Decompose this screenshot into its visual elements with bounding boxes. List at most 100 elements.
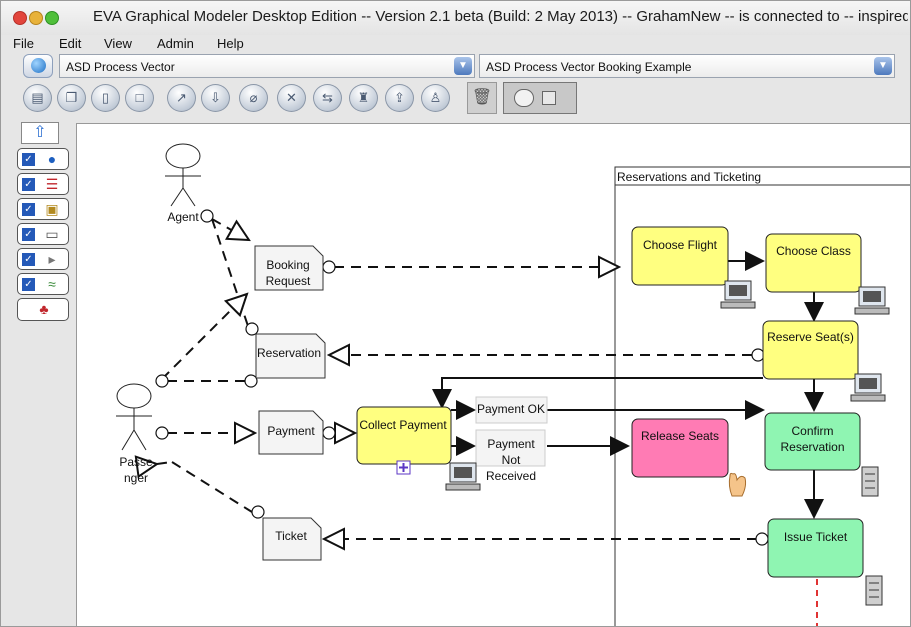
- dashed-flows: [157, 218, 757, 539]
- fit-icon[interactable]: ✕: [277, 84, 306, 112]
- diagram-selector[interactable]: ASD Process Vector Booking Example ▼: [479, 54, 895, 78]
- checkbox-icon[interactable]: ✓: [22, 228, 35, 241]
- payment-not-received-line2: Not: [501, 453, 521, 467]
- chevron-down-icon[interactable]: ▼: [454, 57, 472, 75]
- organisation-icon: ♣: [39, 301, 49, 317]
- zoom-window-button[interactable]: [45, 11, 59, 25]
- title-bar: EVA Graphical Modeler Desktop Edition --…: [1, 1, 910, 35]
- release-seats-box[interactable]: [631, 418, 729, 478]
- agent-label: Agent: [167, 210, 199, 224]
- menu-admin[interactable]: Admin: [157, 36, 194, 51]
- up-arrow-icon[interactable]: ⇧: [21, 122, 59, 144]
- reserve-seats-label: Reserve Seat(s): [767, 330, 854, 344]
- collect-payment-box[interactable]: [356, 406, 452, 465]
- booking-request-label-line2: Request: [265, 274, 311, 288]
- new-page-icon[interactable]: □: [125, 84, 154, 112]
- payment-not-received-line1: Payment: [487, 437, 535, 451]
- close-window-button[interactable]: [13, 11, 27, 25]
- globe-icon[interactable]: [23, 54, 53, 78]
- palette-picture[interactable]: ✓ ▣: [17, 198, 69, 220]
- menu-help[interactable]: Help: [217, 36, 244, 51]
- toggle-square-icon: [542, 91, 556, 105]
- payment-not-received-line3: Received: [485, 469, 537, 483]
- zoom-icon[interactable]: ⇆: [313, 84, 342, 112]
- payment-not-received-box[interactable]: [475, 429, 546, 467]
- model-selector[interactable]: ASD Process Vector ▼: [59, 54, 475, 78]
- booking-request-doc[interactable]: [254, 245, 324, 291]
- checkbox-icon[interactable]: ✓: [22, 253, 35, 266]
- connector-circles: [155, 209, 769, 546]
- copy-icon[interactable]: ❐: [57, 84, 86, 112]
- window-title: EVA Graphical Modeler Desktop Edition --…: [93, 8, 908, 25]
- palette-document[interactable]: ✓ ▸: [17, 248, 69, 270]
- checkbox-icon[interactable]: ✓: [22, 278, 35, 291]
- box-icon: ▭: [45, 226, 59, 242]
- swimlane-icon: ☰: [45, 176, 59, 192]
- minimize-window-button[interactable]: [29, 11, 43, 25]
- solid-flows: [432, 251, 824, 519]
- palette-globe[interactable]: ✓ ●: [17, 148, 69, 170]
- choose-class-label: Choose Class: [776, 244, 851, 258]
- picture-icon: ▣: [45, 201, 59, 217]
- stamp-icon[interactable]: ♙: [421, 84, 450, 112]
- payment-doc-label: Payment: [267, 424, 315, 438]
- server-icon: [865, 575, 883, 606]
- diagram-canvas[interactable]: Reservations and Ticketing Agent Passe n…: [76, 123, 910, 626]
- checkbox-icon[interactable]: ✓: [22, 203, 35, 216]
- reservation-doc[interactable]: [255, 333, 326, 379]
- server-icon: [861, 466, 879, 497]
- payment-ok-box[interactable]: [475, 396, 548, 424]
- ticket-doc-label: Ticket: [275, 529, 307, 543]
- release-seats-label: Release Seats: [640, 429, 720, 443]
- agent-actor-icon[interactable]: [165, 143, 201, 207]
- selector-row: ASD Process Vector ▼ ASD Process Vector …: [1, 53, 910, 79]
- globe-icon: ●: [47, 151, 57, 167]
- computer-icon: [720, 280, 756, 309]
- diagram-svg: [116, 143, 910, 626]
- menu-bar: File Edit View Admin Help: [1, 35, 910, 53]
- palette-organisation[interactable]: ♣: [17, 298, 69, 321]
- ticket-doc[interactable]: [262, 517, 322, 561]
- issue-ticket-box[interactable]: [767, 518, 864, 578]
- export-icon[interactable]: ⇪: [385, 84, 414, 112]
- checkbox-icon[interactable]: ✓: [22, 178, 35, 191]
- pool-frame: [614, 166, 910, 626]
- confirm-reservation-box[interactable]: [764, 412, 861, 471]
- reservation-doc-label: Reservation: [256, 346, 322, 360]
- palette-swimlane[interactable]: ✓ ☰: [17, 173, 69, 195]
- model-selector-value: ASD Process Vector: [66, 60, 175, 74]
- eraser-icon[interactable]: ⌀: [239, 84, 268, 112]
- document-icon[interactable]: ▯: [91, 84, 120, 112]
- computer-icon: [445, 462, 481, 491]
- passenger-label-line1: Passe: [119, 455, 153, 469]
- menu-view[interactable]: View: [104, 36, 132, 51]
- collect-payment-label: Collect Payment: [359, 418, 447, 432]
- document-icon: ▸: [48, 251, 56, 267]
- database-icon[interactable]: ▤: [23, 84, 52, 112]
- palette: ⇧ ✓ ● ✓ ☰ ✓ ▣ ✓ ▭ ✓ ▸ ✓ ≈ ♣: [15, 119, 73, 624]
- diagram-selector-value: ASD Process Vector Booking Example: [486, 60, 692, 74]
- computer-icon: [854, 286, 890, 315]
- trash-icon[interactable]: 🗑: [467, 82, 497, 114]
- chart-icon[interactable]: ↗: [167, 84, 196, 112]
- menu-file[interactable]: File: [13, 36, 34, 51]
- toggle-switch-icon[interactable]: [503, 82, 577, 114]
- hand-icon: [728, 472, 747, 497]
- import-icon[interactable]: ⇩: [201, 84, 230, 112]
- reserve-seats-box[interactable]: [762, 320, 859, 380]
- checkbox-icon[interactable]: ✓: [22, 153, 35, 166]
- choose-flight-box[interactable]: [631, 226, 729, 286]
- payment-doc[interactable]: [258, 410, 324, 455]
- hierarchy-icon[interactable]: ♜: [349, 84, 378, 112]
- chart-icon: ≈: [48, 276, 56, 292]
- menu-edit[interactable]: Edit: [59, 36, 82, 51]
- palette-box[interactable]: ✓ ▭: [17, 223, 69, 245]
- chevron-down-icon[interactable]: ▼: [874, 57, 892, 75]
- palette-chart[interactable]: ✓ ≈: [17, 273, 69, 295]
- passenger-actor-icon[interactable]: [116, 383, 152, 451]
- computer-icon: [850, 373, 886, 402]
- passenger-label-line2: nger: [123, 471, 149, 485]
- choose-class-box[interactable]: [765, 233, 862, 293]
- confirm-reservation-label-line2: Reservation: [780, 440, 845, 454]
